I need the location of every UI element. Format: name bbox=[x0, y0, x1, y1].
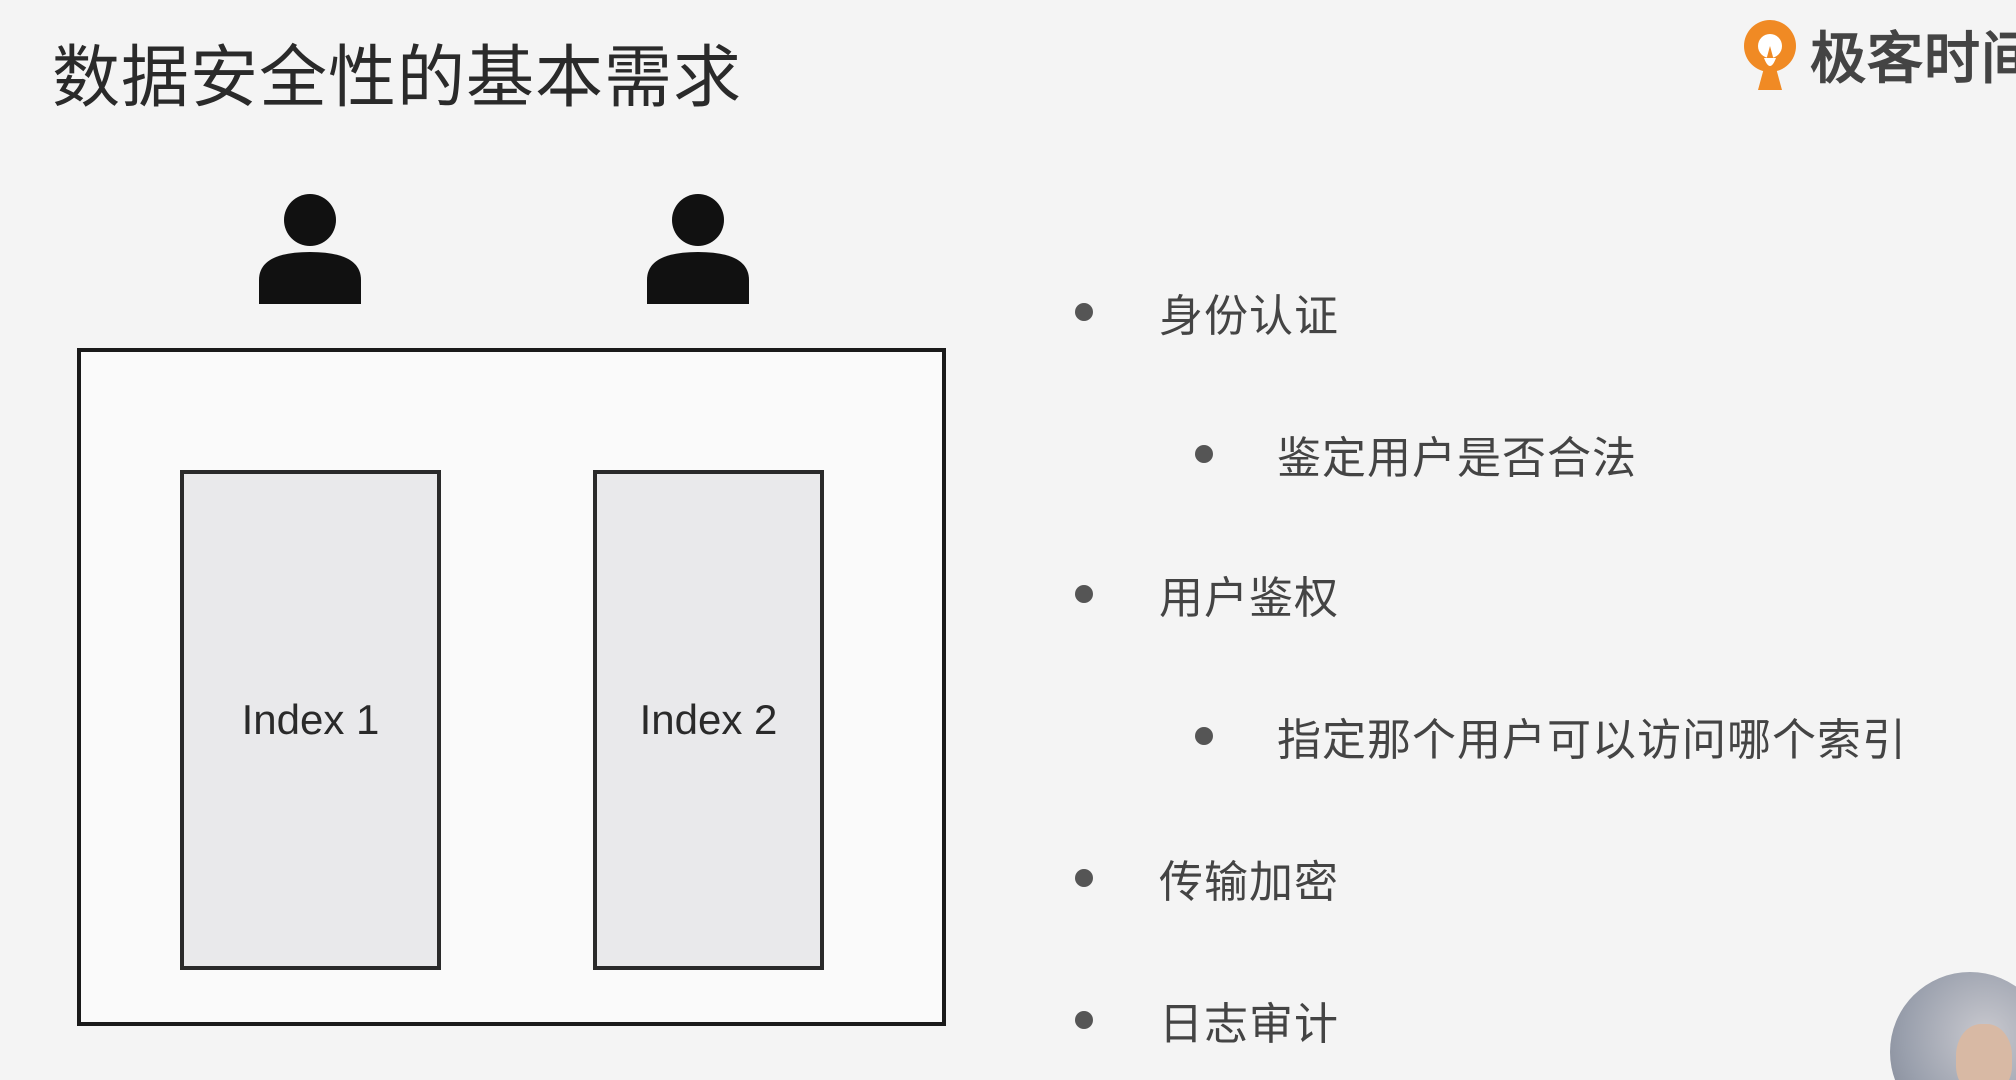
index-label: Index 2 bbox=[639, 696, 778, 743]
bullet-text: 鉴定用户是否合法 bbox=[1277, 433, 1637, 484]
user-icon bbox=[647, 194, 749, 304]
bullet-subitem: 指定那个用户可以访问哪个索引 bbox=[1195, 704, 1907, 768]
index-box: Index 2 bbox=[593, 470, 824, 970]
bullet-item: 身份认证 bbox=[1075, 280, 1339, 344]
presenter-webcam-icon bbox=[1890, 972, 2016, 1080]
bullet-subitem: 鉴定用户是否合法 bbox=[1195, 422, 1637, 486]
index-label: Index 1 bbox=[241, 696, 380, 743]
bullet-text: 传输加密 bbox=[1159, 857, 1339, 908]
bullet-dot-icon bbox=[1195, 445, 1213, 463]
bullet-text: 指定那个用户可以访问哪个索引 bbox=[1277, 715, 1907, 766]
brand-logo: 极客时间 bbox=[1738, 14, 2016, 95]
bullet-text: 用户鉴权 bbox=[1159, 573, 1339, 624]
presenter-face bbox=[1956, 1024, 2012, 1080]
index-box: Index 1 bbox=[180, 470, 441, 970]
user-icon bbox=[259, 194, 361, 304]
bullet-item: 日志审计 bbox=[1075, 988, 1339, 1052]
bullet-dot-icon bbox=[1195, 727, 1213, 745]
bullet-text: 日志审计 bbox=[1159, 999, 1339, 1050]
bullet-item: 用户鉴权 bbox=[1075, 562, 1339, 626]
bullet-text: 身份认证 bbox=[1159, 291, 1339, 342]
brand-name: 极客时间 bbox=[1810, 27, 2016, 92]
bullet-dot-icon bbox=[1075, 1011, 1093, 1029]
bullet-item: 传输加密 bbox=[1075, 846, 1339, 910]
page-title: 数据安全性的基本需求 bbox=[52, 39, 743, 118]
bullet-dot-icon bbox=[1075, 303, 1093, 321]
bullet-dot-icon bbox=[1075, 869, 1093, 887]
geektime-logo-icon bbox=[1744, 19, 1796, 90]
bullet-dot-icon bbox=[1075, 585, 1093, 603]
